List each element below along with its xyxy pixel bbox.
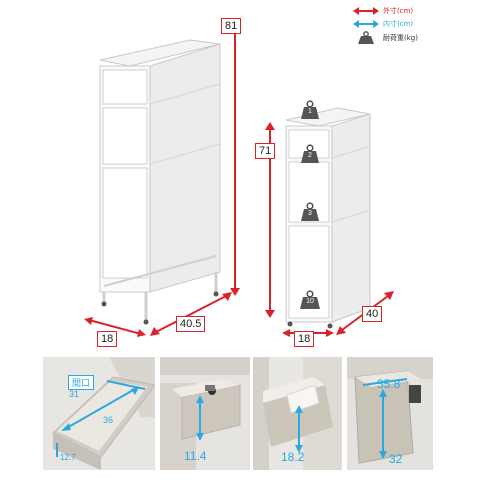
legend-load-label: 耐荷重(kg)	[383, 34, 418, 42]
photo-drawer-inner: 間口 31 36 12.7	[43, 357, 155, 470]
legend: 外寸(cm) 内寸(cm) 耐荷重(kg)	[353, 4, 478, 46]
short-height-label: 71	[255, 143, 276, 159]
drawer-medium-drawing	[253, 357, 342, 470]
red-double-arrow-icon	[353, 6, 379, 15]
tall-depth-label: 40.5	[176, 316, 206, 332]
tall-width-arrow	[84, 317, 146, 337]
load-weight-1: 1	[300, 100, 320, 120]
tall-height-label: 81	[221, 18, 242, 34]
photo-drawer-large: 35.8 32	[347, 357, 433, 470]
legend-outer-label: 外寸(cm)	[383, 6, 414, 15]
load-weight-10-value: 10	[306, 298, 314, 305]
weight-icon	[301, 144, 319, 163]
tall-depth-arrow	[150, 292, 232, 336]
legend-inner: 内寸(cm)	[353, 17, 478, 30]
blue-double-arrow-icon	[353, 19, 379, 28]
weight-icon	[300, 290, 320, 309]
load-weight-2-value: 2	[308, 152, 312, 159]
drawer-medium-height: 18.2	[281, 450, 305, 464]
tall-width-label: 18	[97, 331, 118, 347]
drawer-opening-label: 間口	[68, 375, 95, 390]
load-weight-10: 10	[299, 290, 321, 310]
photo-drawer-medium: 18.2	[253, 357, 342, 470]
short-width-label: 18	[294, 331, 315, 347]
drawer-height-value: 12.7	[60, 453, 76, 462]
drawer-large-height: 32	[389, 452, 403, 466]
weight-icon	[301, 202, 319, 221]
drawer-depth-value: 36	[103, 415, 114, 425]
tall-height-arrow	[230, 26, 240, 296]
weight-icon	[358, 31, 374, 44]
drawer-opening-value: 31	[69, 389, 80, 399]
weight-icon	[301, 100, 319, 119]
legend-outer: 外寸(cm)	[353, 4, 478, 17]
drawer-small-drawing	[160, 357, 250, 470]
drawer-inner-drawing	[52, 357, 155, 470]
legend-inner-label: 内寸(cm)	[383, 19, 414, 28]
legend-load: 耐荷重(kg)	[353, 30, 478, 46]
short-depth-label: 40	[362, 306, 383, 322]
load-weight-2: 2	[300, 144, 320, 164]
drawer-large-width: 35.8	[377, 377, 401, 391]
load-weight-3: 3	[300, 202, 320, 222]
drawer-large-drawing	[347, 357, 433, 464]
drawer-small-height: 11.4	[184, 449, 207, 463]
load-weight-3-value: 3	[308, 210, 312, 217]
photo-drawer-small: 11.4	[160, 357, 250, 470]
tall-cabinet-illustration	[99, 39, 221, 325]
load-weight-1-value: 1	[308, 108, 312, 115]
